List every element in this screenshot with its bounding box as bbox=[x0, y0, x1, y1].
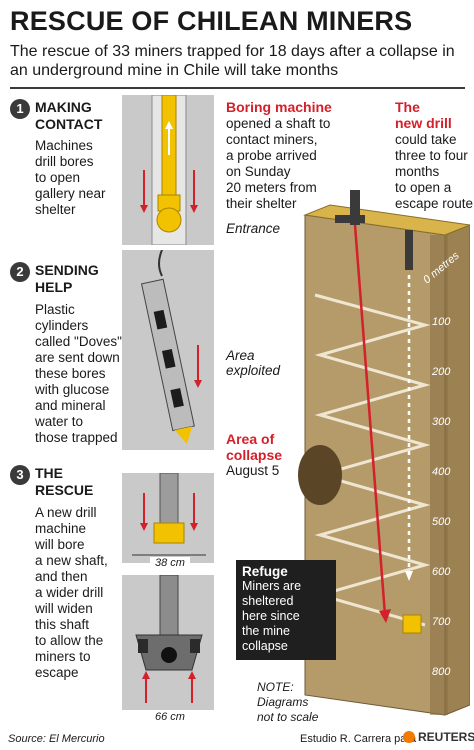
area-exploited-label: Area exploited bbox=[226, 348, 281, 378]
depth-label-100: 100 bbox=[432, 316, 451, 328]
drill-head-illustration bbox=[140, 94, 198, 246]
depth-label-200: 200 bbox=[432, 366, 451, 378]
step-3-badge: 3 bbox=[10, 465, 30, 485]
boring-machine-text: opened a shaft to contact miners, a prob… bbox=[226, 116, 331, 211]
header-divider bbox=[10, 87, 465, 89]
entrance-label: Entrance bbox=[226, 221, 281, 236]
depth-label-300: 300 bbox=[432, 416, 451, 428]
depth-label-700: 700 bbox=[432, 616, 451, 628]
small-drill-measure: 38 cm bbox=[150, 557, 190, 569]
boring-machine-title: Boring machine bbox=[226, 99, 332, 115]
mine-cross-section bbox=[298, 190, 470, 716]
depth-label-500: 500 bbox=[432, 516, 451, 528]
wide-drill-measure: 66 cm bbox=[155, 711, 185, 723]
new-drill-title: The new drill bbox=[395, 99, 452, 131]
step-1-title: MAKING CONTACT bbox=[35, 99, 103, 132]
step-2-badge: 2 bbox=[10, 262, 30, 282]
depth-label-800: 800 bbox=[432, 666, 451, 678]
page-subtitle: The rescue of 33 miners trapped for 18 d… bbox=[10, 43, 455, 79]
scale-note: NOTE: Diagrams not to scale bbox=[257, 680, 319, 724]
refuge-text: Miners are sheltered here since the mine… bbox=[242, 579, 302, 653]
new-drill-text: could take three to four months to open … bbox=[395, 132, 474, 211]
drill-contact-panel bbox=[122, 94, 214, 246]
reuters-brand: REUTERS bbox=[418, 730, 474, 744]
collapse-title: Area of collapse bbox=[226, 431, 283, 463]
source-credit: Source: El Mercurio bbox=[8, 733, 105, 745]
step-2-title: SENDING HELP bbox=[35, 262, 99, 295]
step-2-text: Plastic cylinders called "Doves" are sen… bbox=[35, 302, 122, 445]
dove-capsule-illustration bbox=[140, 249, 202, 444]
step-3-text: A new drill machine will bore a new shaf… bbox=[35, 505, 108, 680]
page-title: RESCUE OF CHILEAN MINERS bbox=[10, 6, 413, 36]
depth-label-600: 600 bbox=[432, 566, 451, 578]
step-1-text: Machines drill bores to open gallery nea… bbox=[35, 138, 106, 217]
wide-drill-panel bbox=[122, 574, 214, 710]
refuge-title: Refuge bbox=[242, 564, 288, 579]
refuge-callout: Refuge Miners are sheltered here since t… bbox=[236, 560, 336, 660]
small-drill-panel bbox=[122, 472, 214, 563]
reuters-logo-icon bbox=[403, 731, 415, 743]
wide-drill-illustration bbox=[135, 574, 203, 703]
author-credit: Estudio R. Carrera para bbox=[300, 733, 417, 745]
dove-capsule-panel bbox=[122, 249, 214, 450]
step-1-badge: 1 bbox=[10, 99, 30, 119]
collapse-date: August 5 bbox=[226, 463, 280, 478]
small-drill-illustration bbox=[132, 472, 206, 556]
depth-label-400: 400 bbox=[432, 466, 451, 478]
step-3-title: THE RESCUE bbox=[35, 465, 94, 498]
